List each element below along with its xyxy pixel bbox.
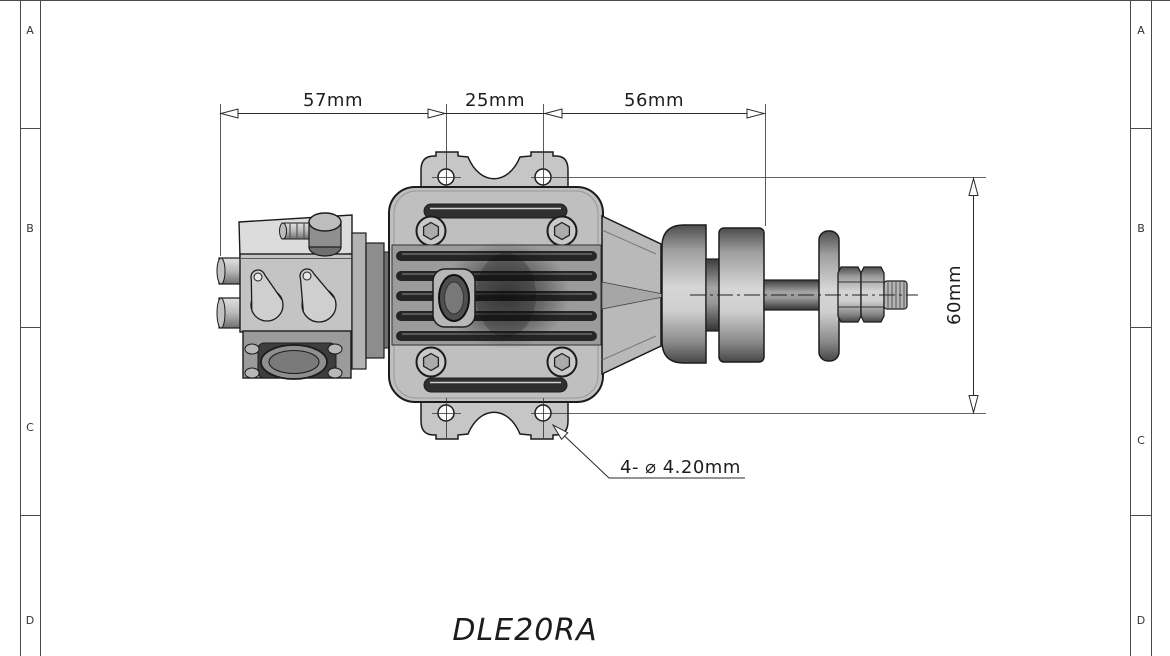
leader-mount-holes: 4- ⌀ 4.20mm xyxy=(551,423,745,479)
dimension-60mm: 60mm xyxy=(432,176,986,415)
zone-label-right-a: A xyxy=(1137,24,1145,37)
head-screw-top-right xyxy=(546,215,578,247)
prop-washer-disc xyxy=(818,230,840,362)
zone-label-left-b: B xyxy=(26,222,34,235)
carburetor-assembly xyxy=(216,212,353,380)
cylinder-head xyxy=(388,186,604,403)
head-screw-top-left xyxy=(415,215,447,247)
dimension-chain-top: 57mm 25mm 56mm xyxy=(219,90,766,438)
zone-label-right-d: D xyxy=(1137,614,1145,627)
dim-60mm-label: 60mm xyxy=(944,265,965,325)
zone-label-left-c: C xyxy=(26,421,34,434)
throttle-lever xyxy=(299,268,337,323)
dim-25mm-label: 25mm xyxy=(465,90,525,111)
fuel-nipple xyxy=(279,222,310,240)
drawing-title: DLE20RA xyxy=(452,613,597,648)
intake-manifold-spacers xyxy=(351,232,393,370)
leader-note-label: 4- ⌀ 4.20mm xyxy=(620,457,741,478)
head-screw-bottom-right xyxy=(546,346,578,378)
carb-top-fitting xyxy=(308,212,342,257)
crankcase-front-taper xyxy=(601,214,664,376)
zone-label-left-d: D xyxy=(26,614,34,627)
carb-inlet-port-lower xyxy=(216,297,244,329)
dim-56mm-label: 56mm xyxy=(624,90,684,111)
mounting-holes xyxy=(437,168,552,422)
choke-lever xyxy=(250,269,284,322)
head-fin-bar-top xyxy=(423,203,568,219)
dim-57mm-label: 57mm xyxy=(303,90,363,111)
exhaust-flange xyxy=(242,330,352,380)
cooling-fins xyxy=(391,241,602,349)
cylinder-bulge-shading xyxy=(442,241,570,349)
zone-label-right-c: C xyxy=(1137,434,1145,447)
prop-lock-nuts xyxy=(837,266,885,323)
head-screw-bottom-left xyxy=(415,346,447,378)
carb-mount-collar xyxy=(432,268,476,328)
carb-inlet-port-upper xyxy=(216,257,244,285)
zone-label-right-b: B xyxy=(1137,222,1145,235)
zone-label-left-a: A xyxy=(26,24,34,37)
prop-drive-hub xyxy=(661,224,765,364)
head-fin-bar-bottom xyxy=(423,377,568,393)
